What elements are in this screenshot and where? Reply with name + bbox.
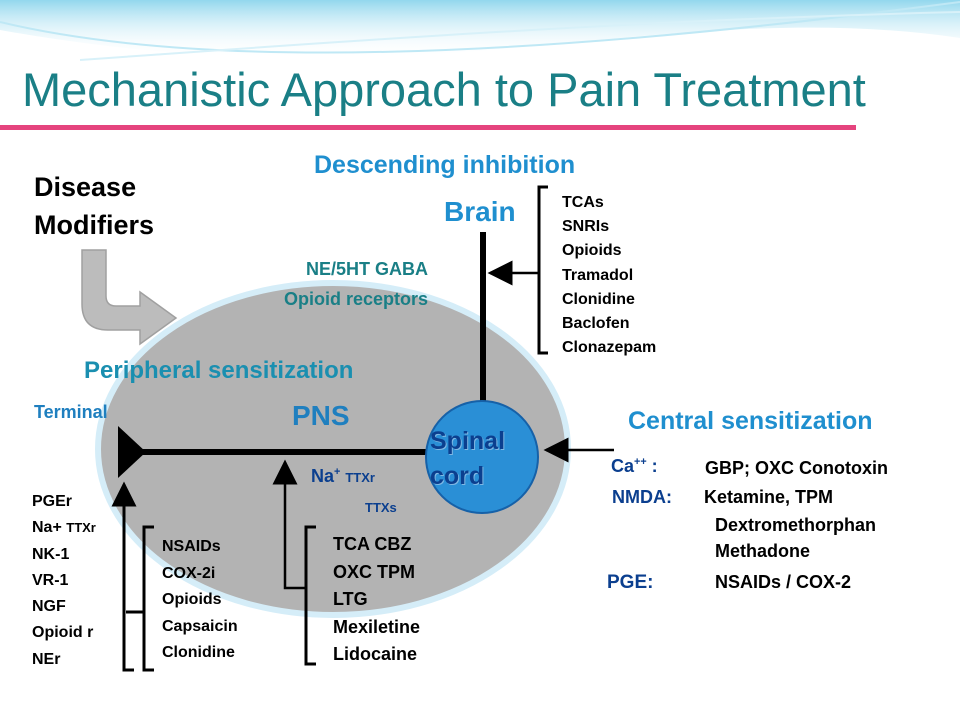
list-item: Opioids	[162, 591, 222, 608]
list-item: Lidocaine	[333, 644, 418, 664]
list-item: VR-1	[32, 571, 69, 589]
list-item: NSAIDs	[162, 538, 221, 555]
list-item: NGF	[32, 598, 66, 616]
page-title: Mechanistic Approach to Pain Treatment	[22, 63, 866, 116]
calcium-label: Ca++ :	[611, 456, 658, 477]
channel-drugs-list: TCA CBZ OXC TPM LTG Mexiletine Lidocaine	[333, 531, 420, 669]
receptors-line2: Opioid receptors	[283, 289, 428, 309]
list-item: Clonidine	[162, 644, 235, 661]
channel-drugs-bracket	[304, 525, 316, 666]
spinal-cord-line2: cord	[430, 462, 485, 490]
list-item: Na+ TTXr	[32, 515, 96, 541]
ttxs-label: TTXs	[365, 500, 397, 515]
peripheral-drugs-list: NSAIDs COX-2i Opioids Capsaicin Clonidin…	[162, 534, 238, 667]
list-item: Opioid r	[32, 624, 94, 642]
brain-drugs-list: TCAs SNRIs Opioids Tramadol Clonidine Ba…	[562, 191, 656, 360]
spinal-cord-label: Spinal cord	[430, 424, 505, 494]
list-item: Tramadol	[562, 266, 634, 284]
pge-drugs: NSAIDs / COX-2	[715, 572, 852, 592]
pns-label: PNS	[292, 400, 350, 431]
brain-label: Brain	[444, 196, 516, 227]
sodium-charge: +	[334, 466, 341, 478]
list-item: Clonazepam	[562, 339, 657, 357]
channel-drugs-arrow	[272, 459, 306, 590]
nmda-drug-3: Methadone	[715, 541, 811, 561]
list-item: NK-1	[32, 545, 70, 563]
sodium-ttxr-target: TTXr	[66, 520, 96, 536]
central-sensitization-heading: Central sensitization	[628, 407, 873, 435]
list-item: Baclofen	[562, 315, 630, 333]
sodium-symbol: Na	[311, 466, 335, 486]
nmda-label: NMDA:	[612, 487, 672, 507]
list-item: OXC TPM	[333, 561, 416, 582]
list-item: Clonidine	[562, 290, 635, 308]
disease-modifiers-label: Disease Modifiers	[34, 168, 154, 244]
receptors-line1: NE/5HT GABA	[305, 259, 428, 279]
terminal-icon	[118, 426, 146, 478]
disease-modifiers-line1: Disease	[34, 172, 137, 202]
calcium-colon: :	[646, 456, 658, 476]
calcium-drugs: GBP; OXC Conotoxin	[705, 458, 888, 478]
disease-modifiers-line2: Modifiers	[34, 210, 155, 240]
list-item: TCAs	[562, 194, 604, 211]
ttxr-label: TTXr	[345, 470, 375, 485]
list-item: PGEr	[32, 493, 73, 510]
spinal-cord-node	[425, 400, 539, 514]
calcium-charge: ++	[634, 456, 647, 468]
descending-inhibition-heading: Descending inhibition	[314, 151, 576, 179]
spinal-cord-line1: Spinal	[430, 427, 506, 455]
brain-drugs-bracket	[537, 185, 548, 355]
terminal-label: Terminal	[34, 402, 108, 422]
list-item: Capsaicin	[162, 617, 238, 635]
header-wave-decoration	[0, 0, 960, 61]
peripheral-sensitization-heading: Peripheral sensitization	[84, 357, 354, 384]
list-item: NEr	[32, 650, 61, 668]
peripheral-drugs-bracket	[142, 525, 154, 672]
disease-modifiers-arrow	[81, 249, 178, 346]
nmda-drug-2: Dextromethorphan	[715, 515, 877, 535]
title-accent-bar	[0, 125, 856, 130]
sodium-channel-label: Na+ TTXr	[311, 466, 375, 487]
pge-label: PGE:	[607, 572, 654, 593]
calcium-symbol: Ca	[611, 456, 635, 476]
list-item: SNRIs	[562, 218, 610, 236]
list-item: COX-2i	[162, 564, 216, 582]
list-item: Opioids	[562, 242, 622, 260]
list-item: LTG	[333, 589, 368, 609]
list-item: Mexiletine	[333, 616, 421, 637]
nmda-drug-1: Ketamine, TPM	[704, 487, 834, 507]
sodium-target: Na+	[32, 519, 62, 537]
terminal-targets-list: PGEr Na+ TTXr NK-1 VR-1 NGF Opioid r NEr	[32, 489, 96, 673]
receptors-label: NE/5HT GABA Opioid receptors	[232, 254, 428, 314]
list-item: TCA CBZ	[333, 534, 412, 554]
